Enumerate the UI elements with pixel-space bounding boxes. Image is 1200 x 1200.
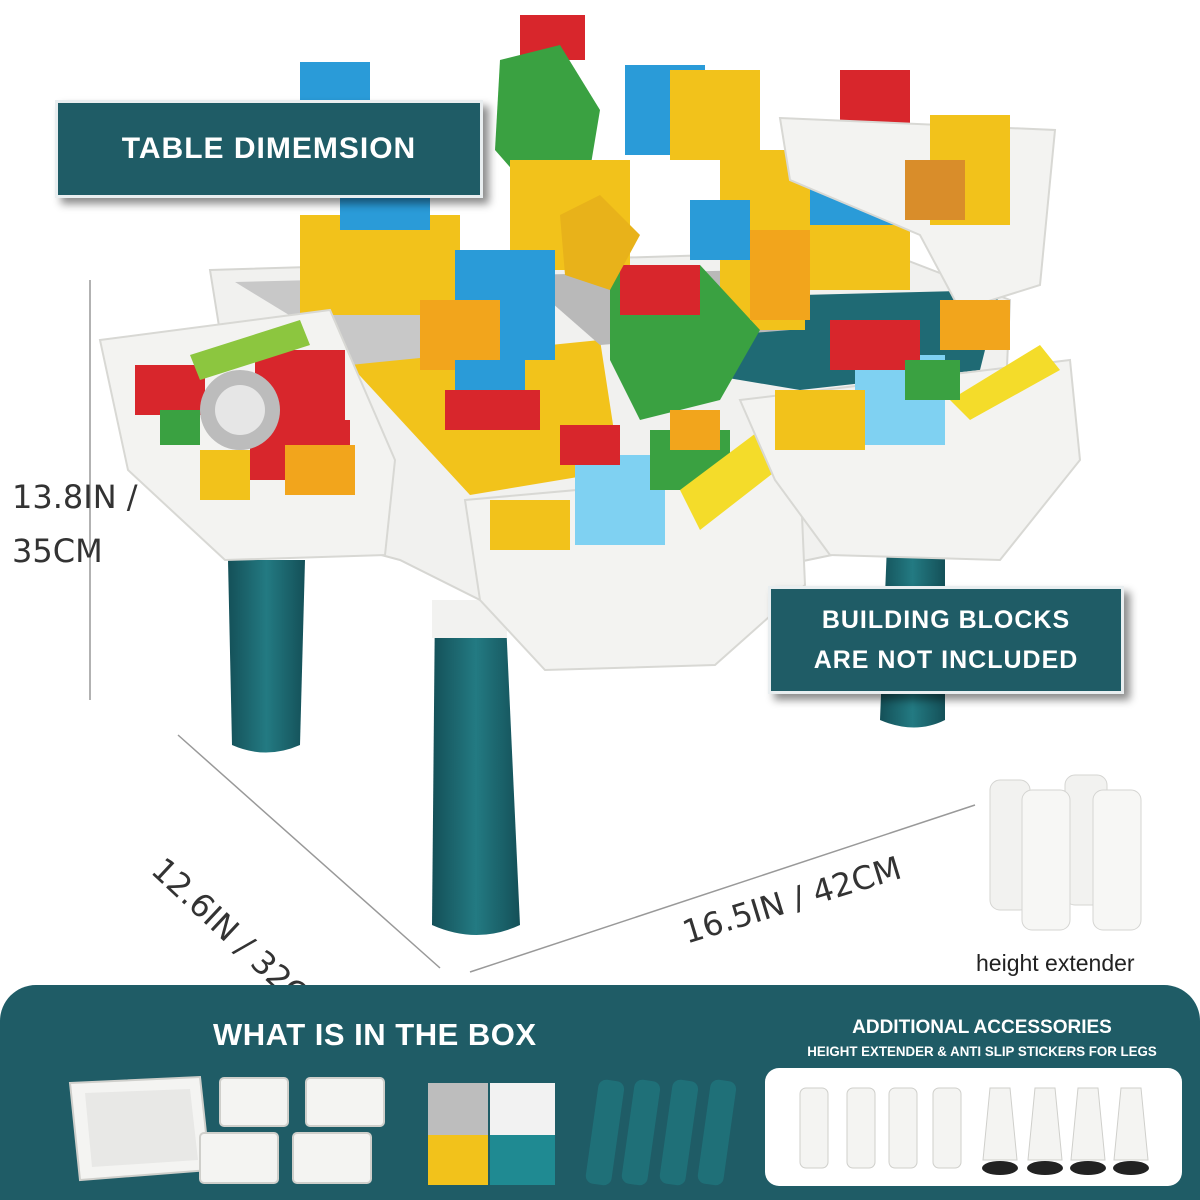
width-dimension-line (469, 804, 976, 973)
legs-item (585, 1079, 737, 1186)
height-extender-items (799, 1087, 962, 1169)
table-dimension-text: TABLE DIMEMSION (121, 132, 417, 165)
depth-dimension-line (177, 734, 441, 969)
baseplates-item (428, 1083, 555, 1185)
table-product-illustration (89, 15, 1142, 973)
table-dimension-label: TABLE DIMEMSION (55, 100, 483, 198)
box-contents-illustration (68, 1075, 737, 1186)
storage-trays-item (199, 1077, 385, 1184)
accessories-subtitle: HEIGHT EXTENDER & ANTI SLIP STICKERS FOR… (807, 1043, 1157, 1059)
box-contents-title: WHAT IS IN THE BOX (213, 1017, 537, 1052)
blocks-not-included-label: BUILDING BLOCKS ARE NOT INCLUDED (768, 586, 1124, 694)
accessories-title: ADDITIONAL ACCESSORIES (852, 1017, 1112, 1038)
blocks-note-line2: ARE NOT INCLUDED (813, 646, 1079, 674)
height-dimension-text-2: 35CM (12, 532, 103, 570)
accessories-illustration (799, 1087, 1149, 1175)
height-extender-image (989, 774, 1142, 931)
blocks-note-line1: BUILDING BLOCKS (821, 606, 1071, 634)
anti-slip-sticker-items (982, 1087, 1149, 1175)
accessories-card (765, 1068, 1182, 1186)
height-dimension-text-1: 13.8IN / (12, 478, 138, 516)
height-extender-caption: height extender (976, 950, 1135, 976)
table-top-item (68, 1075, 212, 1182)
